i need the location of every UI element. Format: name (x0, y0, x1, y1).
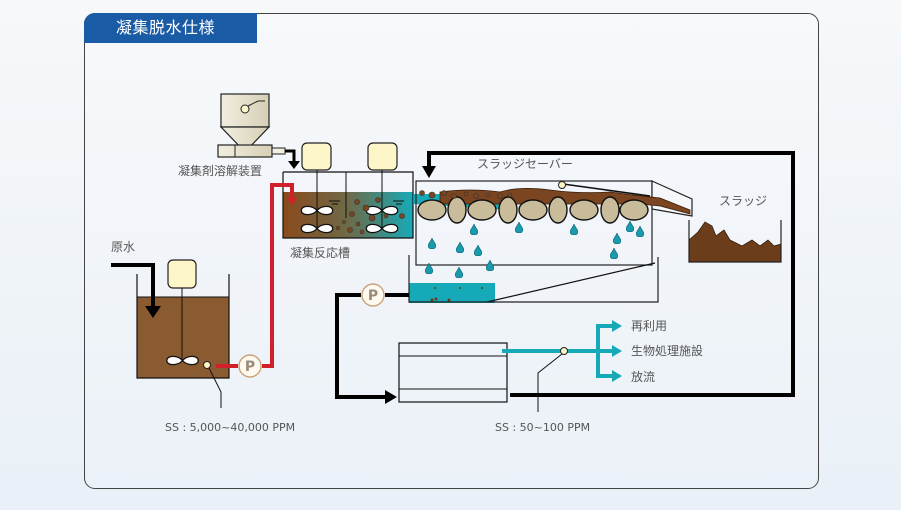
outlet-pipes (502, 320, 622, 412)
reaction-tank-label: 凝集反応槽 (290, 245, 350, 260)
coagulant-device-label: 凝集剤溶解装置 (178, 163, 262, 178)
output-bio-treatment: 生物処理施設 (631, 343, 703, 358)
treatment-unit (398, 342, 508, 403)
svg-text:P: P (368, 288, 378, 304)
red-pipe (216, 183, 297, 368)
ss-inlet-label: SS : 5,000~40,000 PPM (165, 421, 295, 434)
motor-2 (367, 142, 398, 171)
ss-outlet-label: SS : 50~100 PPM (495, 421, 590, 434)
pump-1: P (238, 354, 262, 378)
black-pipe (335, 151, 795, 404)
sludge-bin (688, 220, 782, 263)
sludge-saver-label: スラッジセーバー (477, 157, 573, 171)
reaction-tank (282, 142, 414, 239)
coagulant-device (217, 93, 300, 169)
raw-water-tank (111, 259, 230, 408)
sludge-saver (408, 180, 693, 303)
water-drops (425, 221, 644, 278)
output-reuse: 再利用 (631, 319, 667, 333)
pump-2: P (361, 283, 385, 307)
output-discharge: 放流 (631, 369, 655, 384)
motor-1 (301, 142, 332, 171)
motor-raw (167, 259, 197, 289)
page-title: 凝集脱水仕様 (84, 13, 257, 43)
svg-text:P: P (245, 359, 255, 375)
raw-water-label: 原水 (111, 240, 135, 254)
sludge-label: スラッジ (719, 194, 767, 208)
